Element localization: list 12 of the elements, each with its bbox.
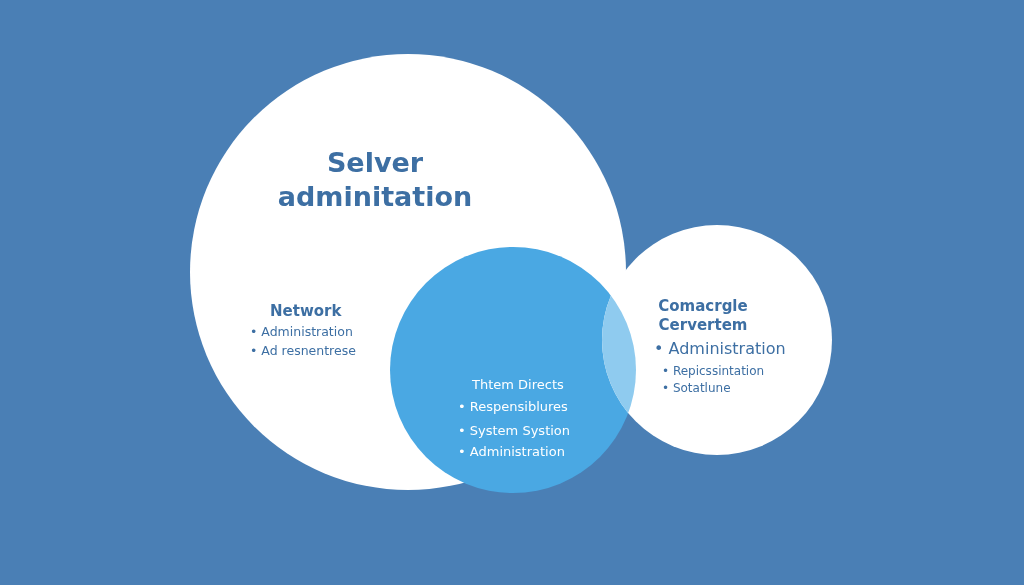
bullet-item: • Administration: [654, 339, 786, 358]
bullet-item: • Respensiblures: [458, 399, 568, 414]
bullet-item: • Repicssintation: [662, 364, 765, 378]
circle-title: Selver adminitation: [276, 146, 474, 214]
subheading: Thtem Directs: [472, 377, 564, 392]
subheading: Network: [270, 302, 342, 320]
bullet-item: • Administration: [458, 444, 565, 459]
bullet-item: • Administration: [250, 324, 353, 339]
bullet-item: • Ad resnentrese: [250, 343, 356, 358]
bullet-item: • System Systion: [458, 423, 571, 438]
bullet-item: • Sotatlune: [662, 381, 731, 395]
circle-title: Comacrgle Cervertem: [657, 297, 749, 335]
